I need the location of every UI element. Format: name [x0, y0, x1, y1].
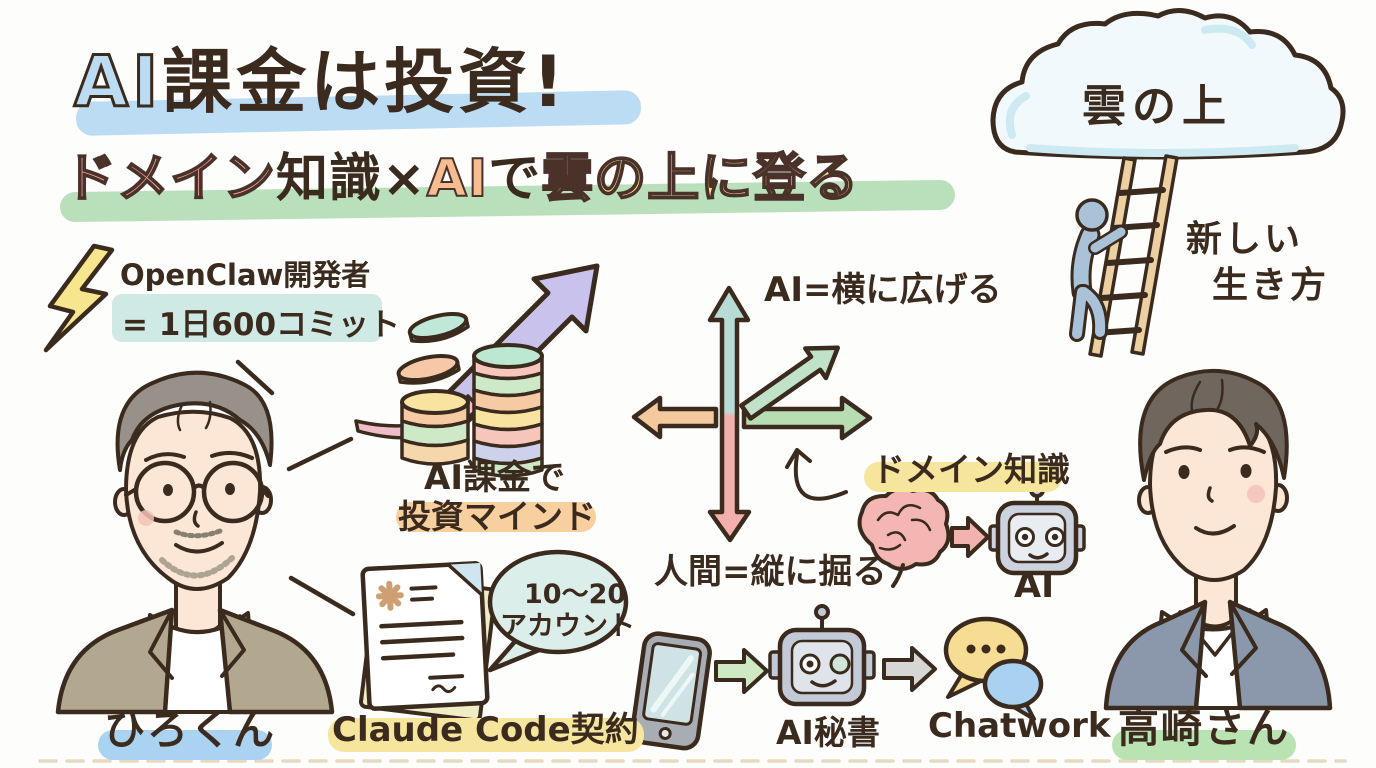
gray-arrow-icon	[882, 646, 937, 692]
new-way-line1: 新しい	[1186, 219, 1304, 260]
right-name-highlight	[1112, 730, 1296, 760]
subtitle-domain: ドメイン	[63, 148, 277, 210]
openclaw-line1: OpenClaw開発者	[120, 258, 371, 292]
ai-robot-label: AI	[1014, 566, 1055, 606]
portrait-hirokun	[55, 370, 335, 715]
subtitle-knowledge: 知識×	[276, 149, 427, 209]
right-person-name: 高崎さん	[1118, 704, 1290, 752]
contract-label: Claude Code契約	[332, 710, 639, 750]
new-way-line2: 生き方	[1212, 265, 1330, 306]
accounts-bubble-line1: 10〜20	[524, 579, 627, 610]
cloud-icon	[990, 8, 1346, 160]
title-rest-part: 課金は投資!	[162, 41, 569, 123]
chatwork-label: Chatwork	[928, 706, 1111, 746]
green-arrow-icon	[714, 648, 769, 694]
lightning-icon	[43, 243, 115, 353]
diagonal-arrow-icon	[739, 345, 840, 421]
vertical-arrow-icon	[707, 285, 752, 543]
page-subtitle: ドメイン知識×AIで雲の上に登る	[63, 136, 860, 211]
curved-arrow-icon	[785, 448, 848, 501]
left-arrow-icon	[631, 395, 719, 440]
axes-diagram	[631, 285, 873, 543]
cloud-label: 雲の上	[1082, 81, 1232, 132]
portrait-takasaki	[1103, 368, 1333, 711]
accounts-speech-bubble	[487, 549, 629, 673]
climber-icon	[1069, 198, 1128, 342]
subtitle-de: で	[488, 149, 542, 209]
documents-icon	[358, 561, 498, 723]
contract-highlight	[328, 718, 644, 752]
openclaw-line2: = 1日600コミット	[122, 307, 401, 343]
left-person-name: ひろくん	[104, 706, 276, 754]
accounts-bubble-line2: アカウント	[500, 611, 635, 642]
connector-lines	[235, 359, 356, 617]
investment-line2: 投資マインド	[398, 497, 596, 536]
brain-icon	[857, 486, 951, 588]
investment-line1: AI課金で	[424, 458, 565, 498]
secretary-robot-icon	[768, 604, 876, 707]
chat-bubbles-icon	[943, 616, 1044, 721]
subtitle-ai: AI	[426, 148, 489, 210]
invest-highlight	[396, 502, 596, 532]
domain-highlight	[864, 462, 1062, 492]
right-arrow-icon	[741, 395, 873, 441]
axes-bottom-label: 人間=縦に掘る	[654, 552, 887, 592]
commits-highlight	[112, 294, 382, 342]
axes-top-label: AI=横に広げる	[764, 270, 1002, 310]
left-name-highlight	[98, 730, 272, 760]
phone-icon	[630, 631, 712, 751]
subtitle-climb: 雲の上に登る	[540, 148, 860, 210]
secretary-label: AI秘書	[776, 713, 880, 752]
domain-knowledge-label: ドメイン知識	[872, 450, 1070, 489]
coin-stack-icon	[396, 312, 544, 478]
title-ai-part: AI	[72, 40, 163, 125]
page-title: AI課金は投資!	[72, 26, 569, 127]
pink-arrow-icon	[950, 516, 990, 558]
ai-robot-icon	[988, 482, 1086, 576]
